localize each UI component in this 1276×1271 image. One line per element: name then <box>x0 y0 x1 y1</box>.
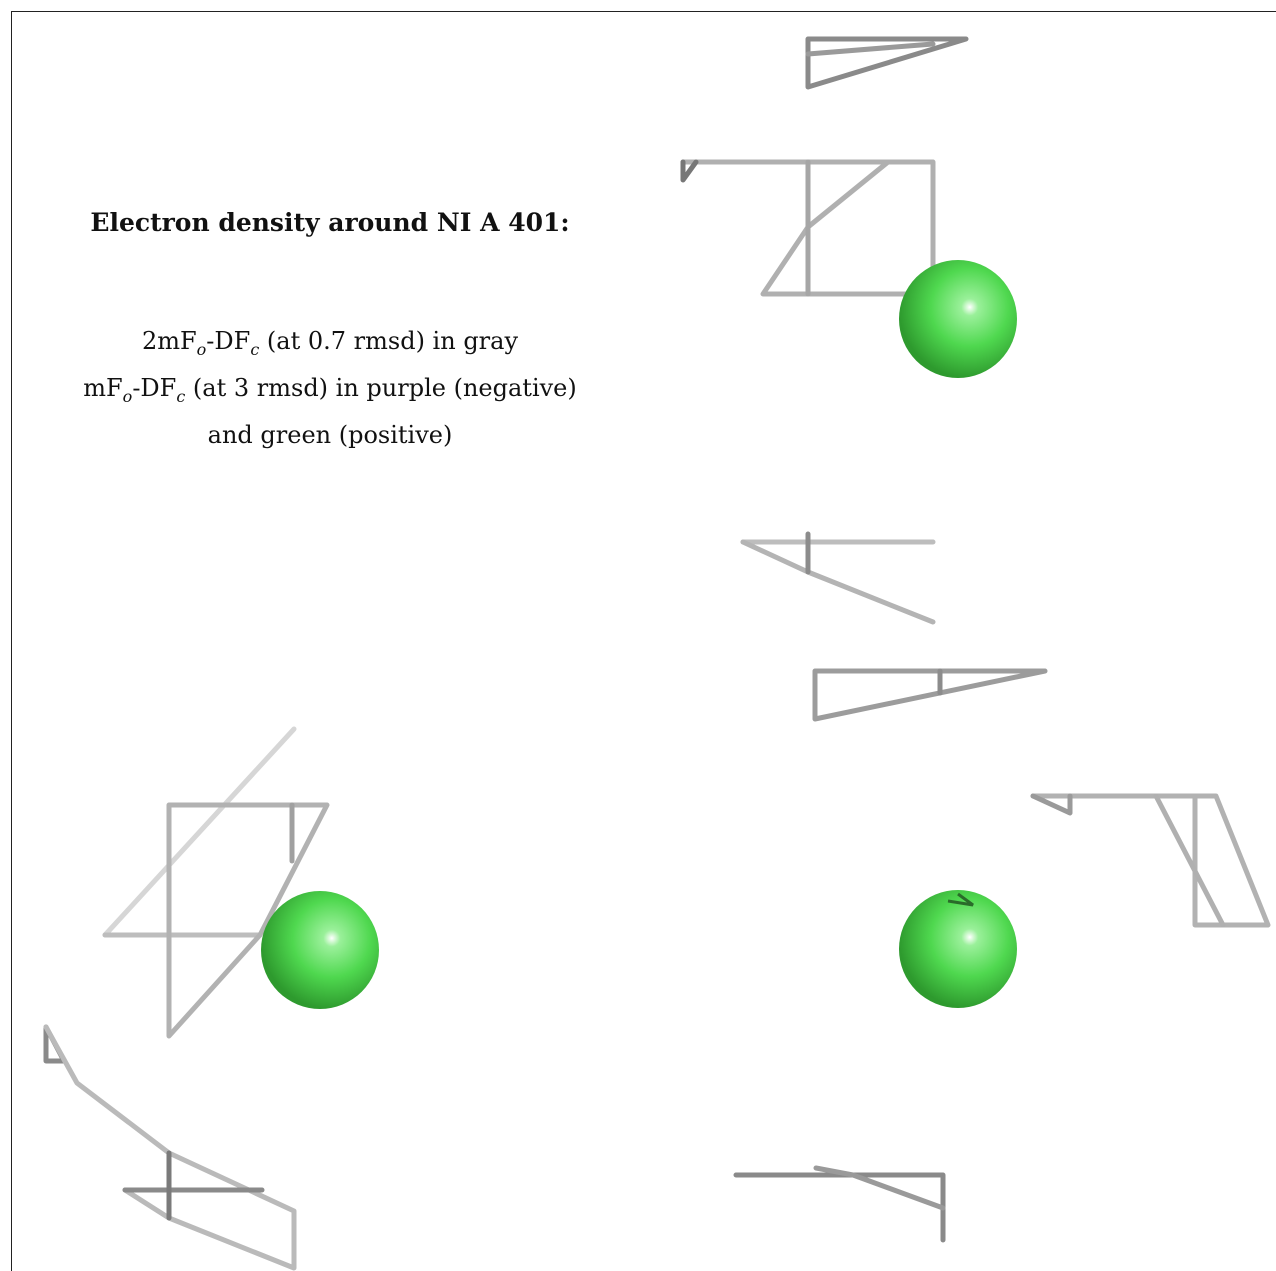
density-mesh <box>733 668 1271 1243</box>
legend-line-2fofc: 2mFo-DFc (at 0.7 rmsd) in gray <box>141 327 519 359</box>
legend-description: 2mFo-DFc (at 0.7 rmsd) in gray mFo-DFc (… <box>12 322 648 455</box>
view-bottom-right-render <box>733 668 1271 1243</box>
view-top-right-render <box>680 36 1017 625</box>
nickel-atom-sphere <box>899 260 1017 378</box>
nickel-atom-sphere <box>899 890 1017 1008</box>
mesh-on-sphere <box>947 892 974 907</box>
density-mesh <box>680 36 969 625</box>
legend-line-fofc: mFo-DFc (at 3 rmsd) in purple (negative) <box>83 373 577 406</box>
nickel-atom-sphere <box>261 891 379 1009</box>
legend-panel: Electron density around NI A 401: 2mFo-D… <box>11 11 649 664</box>
view-bottom-left-render <box>43 726 379 1271</box>
view-bottom-left <box>11 663 649 1271</box>
legend-title: Electron density around NI A 401: <box>90 208 570 237</box>
legend-line-positive: and green (positive) <box>207 420 453 449</box>
legend: Electron density around NI A 401: 2mFo-D… <box>12 12 648 663</box>
view-top-right <box>648 11 1276 664</box>
density-mesh <box>43 726 330 1271</box>
view-bottom-right <box>648 663 1276 1271</box>
